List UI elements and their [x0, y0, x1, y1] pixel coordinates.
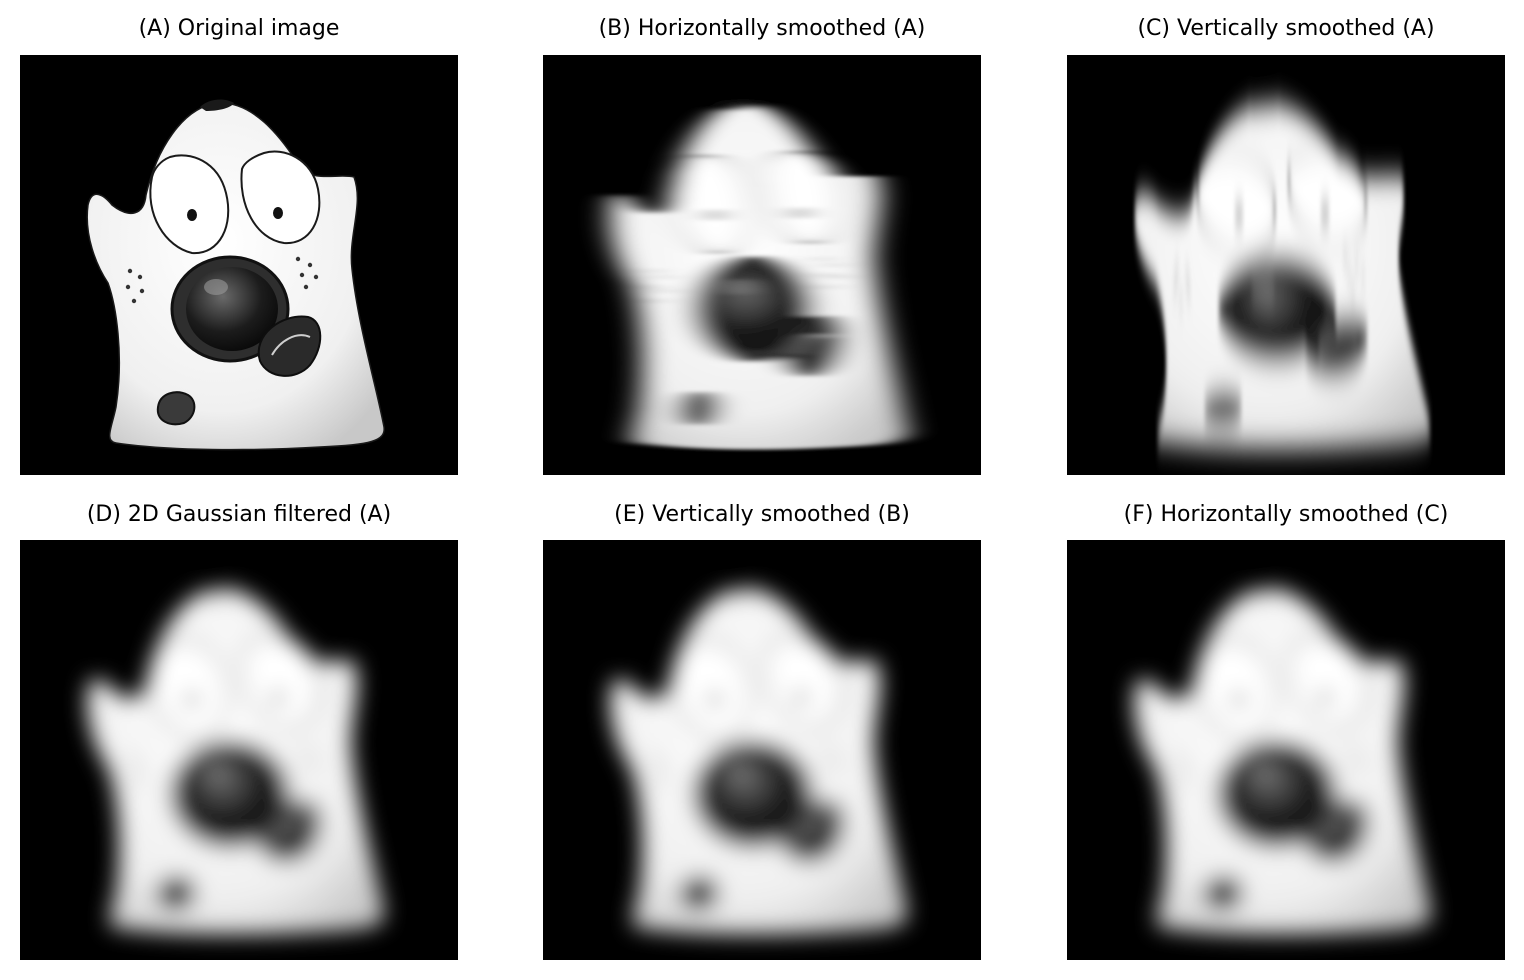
horizontally-smoothed-image [543, 55, 981, 475]
gaussian-filtered-image [20, 540, 458, 960]
vertically-smoothed-image [1067, 55, 1505, 475]
cell-cartoon-image [1132, 98, 1433, 452]
panel-title: (E) Vertically smoothed (B) [614, 502, 910, 527]
panel-title: (D) 2D Gaussian filtered (A) [86, 502, 392, 527]
panel-title: (C) Vertically smoothed (A) [1137, 16, 1435, 41]
cell-cartoon-image [85, 98, 386, 452]
vertically-smoothed-b-image [543, 540, 981, 960]
panel-title: (A) Original image [138, 16, 340, 41]
cell-cartoon-image [608, 98, 909, 452]
panel-title: (F) Horizontally smoothed (C) [1123, 502, 1449, 527]
horizontally-smoothed-c-image [1067, 540, 1505, 960]
cell-cartoon-image [85, 583, 386, 937]
cell-cartoon-image [608, 583, 909, 937]
original-image [20, 55, 458, 475]
panel-title: (B) Horizontally smoothed (A) [598, 16, 926, 41]
cell-cartoon-image [1132, 583, 1433, 937]
